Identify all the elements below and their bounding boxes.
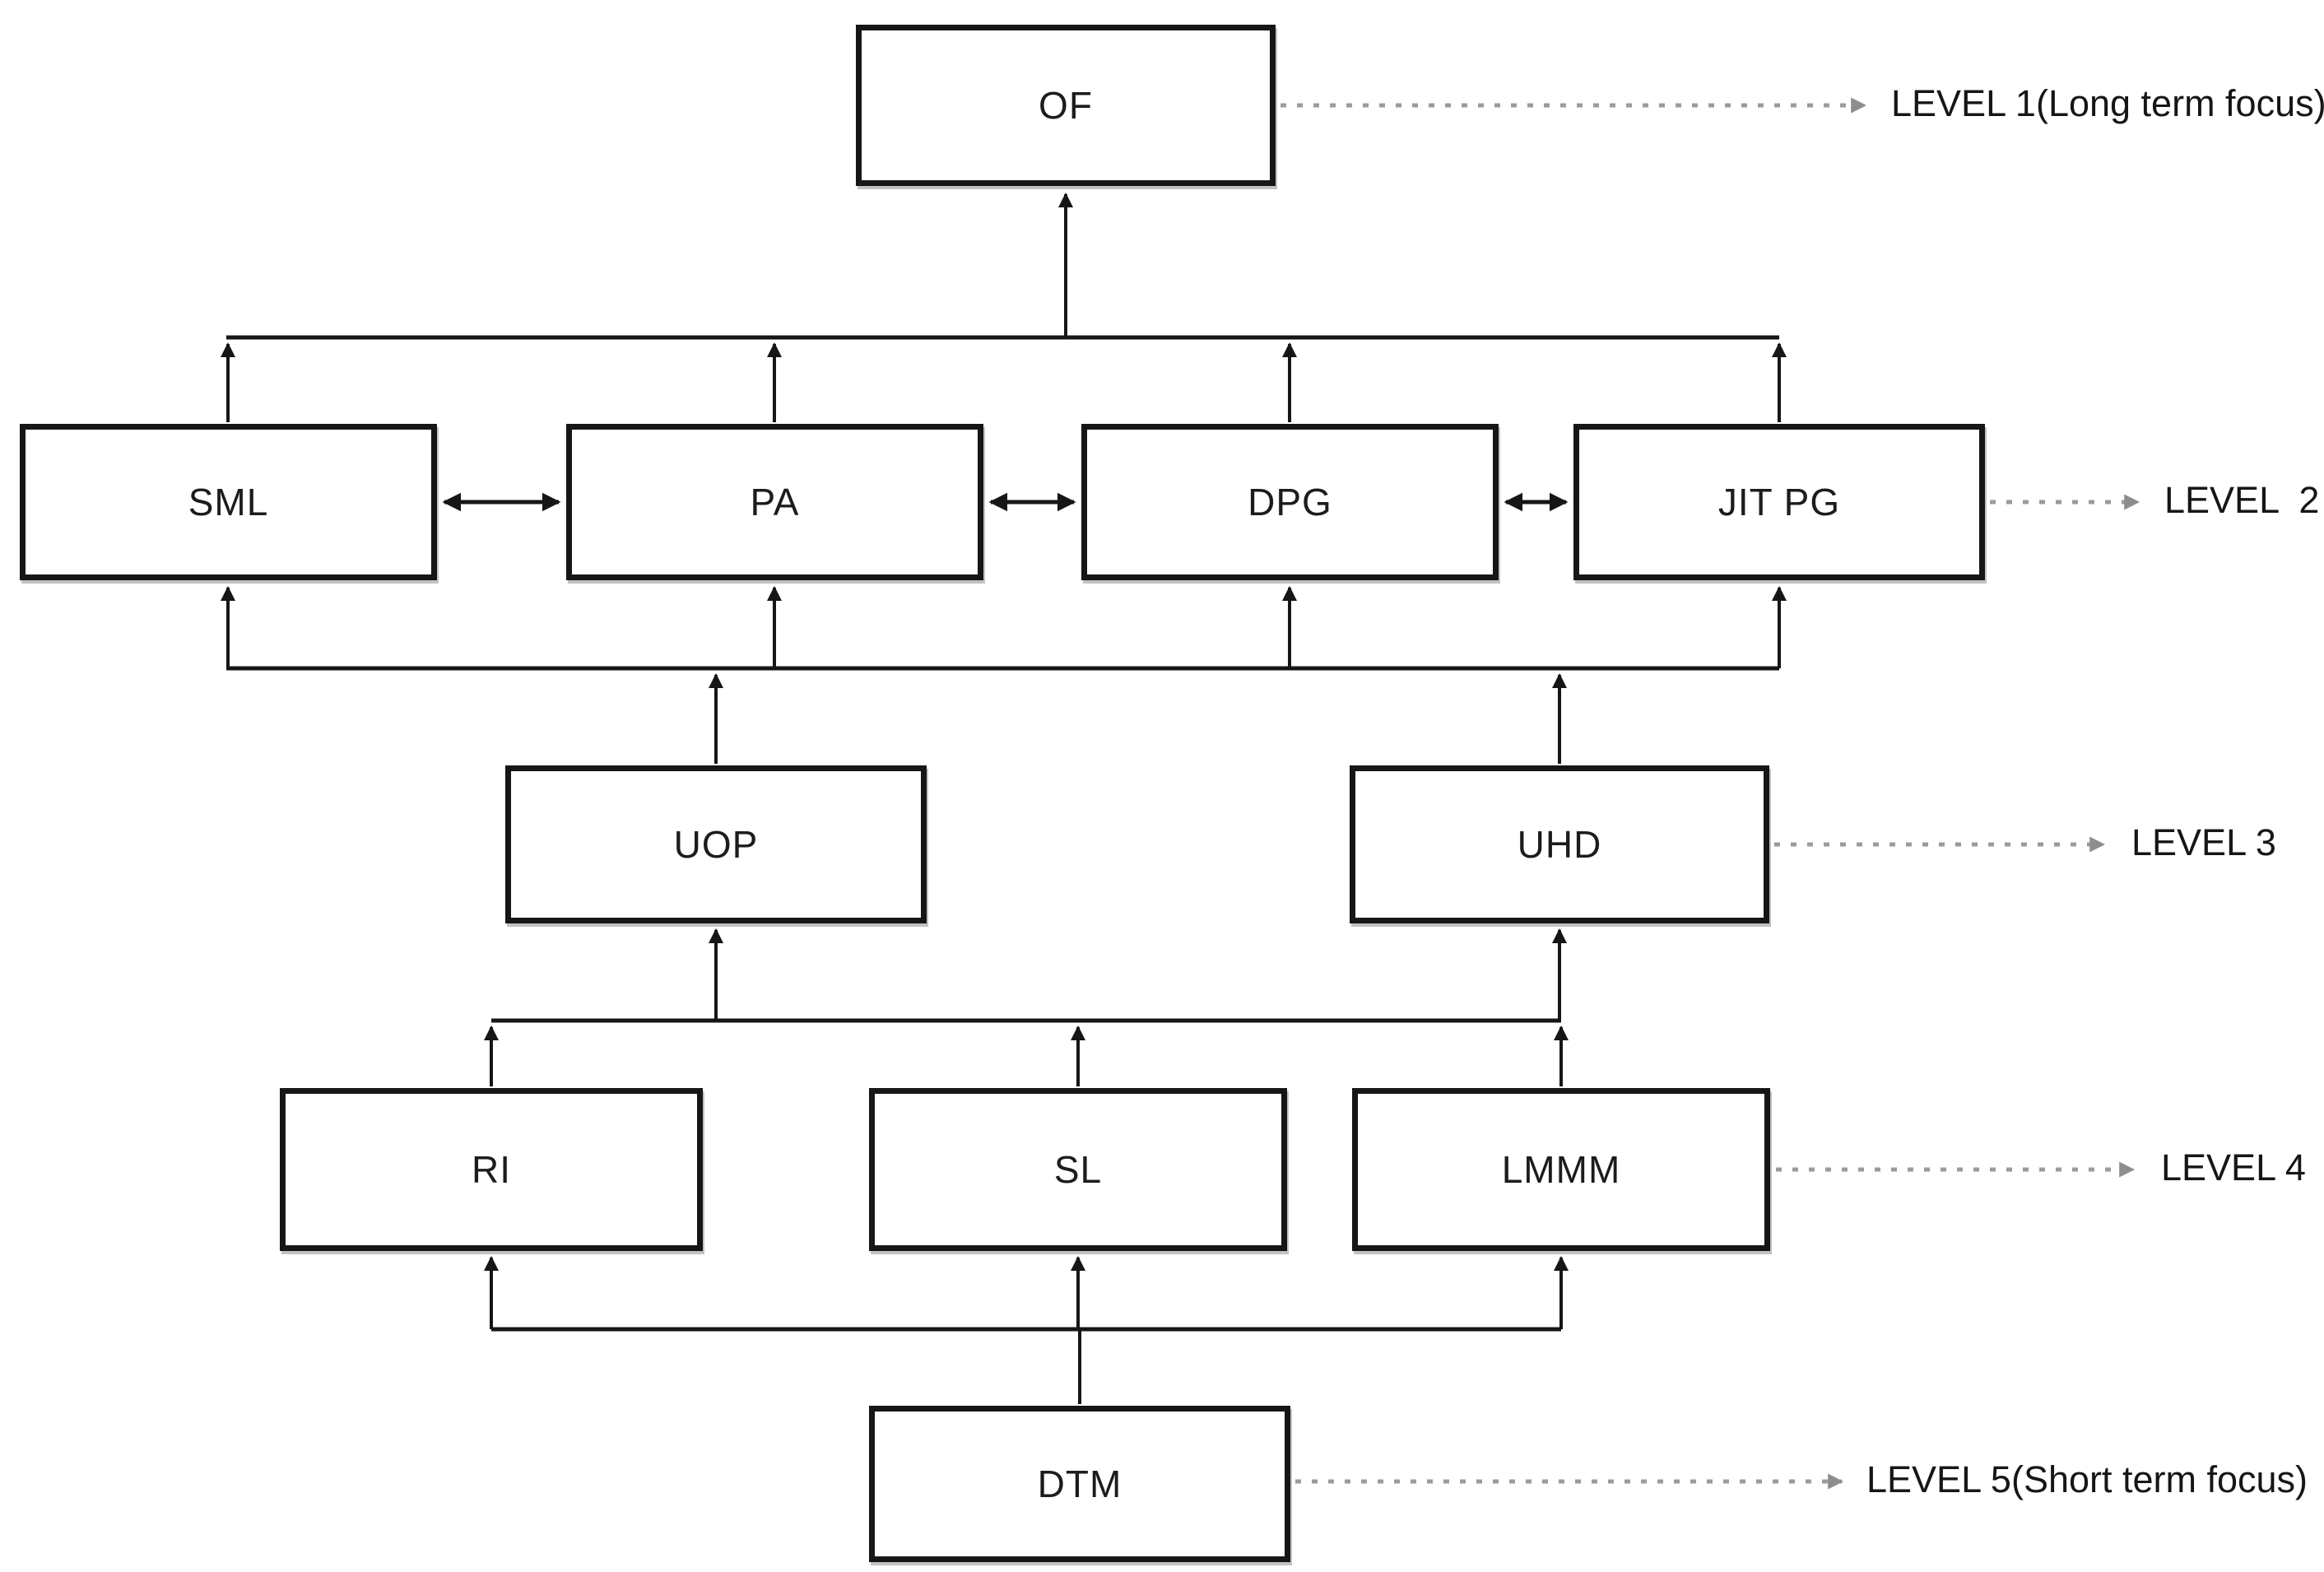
level-1-label: LEVEL 1(Long term focus): [1891, 81, 2324, 124]
level-2-label: LEVEL 2: [2164, 478, 2320, 521]
node-uop: UOP: [505, 765, 927, 923]
node-sl: SL: [869, 1088, 1287, 1251]
node-uhd-label: UHD: [1517, 823, 1602, 866]
node-uhd: UHD: [1350, 765, 1769, 923]
node-pa-label: PA: [750, 481, 800, 523]
node-of-label: OF: [1039, 84, 1093, 127]
node-dpg: DPG: [1081, 424, 1499, 580]
node-of: OF: [856, 25, 1276, 186]
node-ri: RI: [280, 1088, 703, 1251]
node-sl-label: SL: [1053, 1148, 1103, 1191]
level2-to-level1-connectors: [221, 193, 1787, 422]
level3-to-level2-connectors: [221, 586, 1787, 764]
node-dtm: DTM: [869, 1406, 1290, 1562]
level4-to-level3-connectors: [484, 928, 1569, 1086]
node-lmmm: LMMM: [1352, 1088, 1770, 1251]
node-uop-label: UOP: [673, 823, 759, 866]
level5-to-level4-connectors: [484, 1256, 1569, 1404]
level-3-label: LEVEL 3: [2131, 821, 2276, 863]
node-sml: SML: [20, 424, 437, 580]
node-jitpg-label: JIT PG: [1717, 481, 1841, 523]
node-pa: PA: [566, 424, 983, 580]
level-4-label: LEVEL 4: [2161, 1146, 2306, 1188]
level-label-leaders: [1281, 97, 2140, 1490]
node-ri-label: RI: [472, 1148, 511, 1191]
node-sml-label: SML: [188, 481, 269, 523]
node-jitpg: JIT PG: [1573, 424, 1985, 580]
node-lmmm-label: LMMM: [1501, 1148, 1621, 1191]
node-dpg-label: DPG: [1248, 481, 1332, 523]
node-dtm-label: DTM: [1037, 1463, 1122, 1505]
level-5-label: LEVEL 5(Short term focus): [1866, 1458, 2308, 1500]
